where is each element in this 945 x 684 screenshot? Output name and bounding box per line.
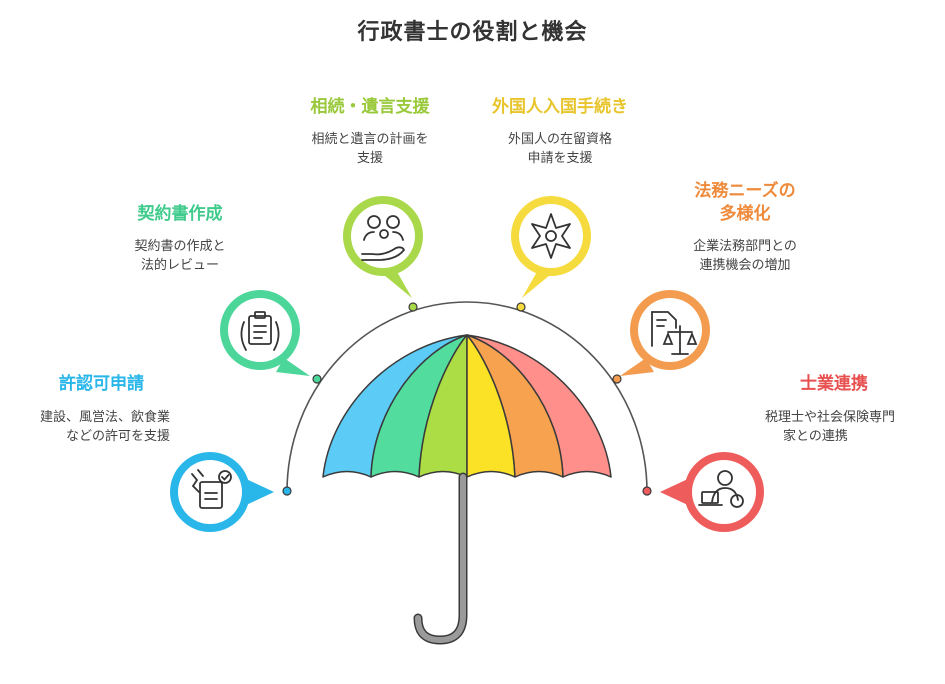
icon-bubble-orange	[620, 290, 710, 376]
connector-dot-lime	[408, 302, 418, 312]
canopy-segment-red	[466, 334, 612, 478]
person-laptop-icon	[698, 470, 744, 508]
item-heading-permit: 許認可申請	[59, 374, 144, 394]
item-desc-permit: 建設、風営法、飲食業 などの許可を支援	[39, 410, 170, 444]
item-heading-legal-needs: 法務ニーズの 多様化	[694, 181, 796, 224]
umbrella-handle	[413, 472, 468, 645]
item-heading-immigration: 外国人入国手続き	[492, 97, 628, 117]
icon-bubble-red	[660, 452, 764, 532]
item-heading-professional-collab: 士業連携	[800, 374, 868, 394]
icon-bubble-yellow	[511, 196, 591, 298]
clipboard-hands-icon	[240, 311, 280, 351]
umbrella-canopy	[322, 334, 612, 478]
connector-dot-blue	[282, 486, 292, 496]
connector-dot-orange	[612, 374, 622, 384]
icon-bubble-lime	[343, 196, 423, 298]
item-desc-immigration: 外国人の在留資格 申請を支援	[507, 132, 612, 166]
item-heading-contract: 契約書作成	[137, 204, 223, 224]
connector-dot-yellow	[516, 302, 526, 312]
family-hand-icon	[361, 215, 406, 261]
canopy-segment-lime	[418, 334, 468, 478]
connector-dot-red	[642, 486, 652, 496]
page-title: 行政書士の役割と機会	[357, 20, 588, 45]
legal-scale-icon	[651, 311, 698, 355]
item-desc-professional-collab: 税理士や社会保険専門 家との連携	[765, 410, 896, 444]
item-desc-contract: 契約書の作成と 法的レビュー	[134, 239, 226, 273]
icon-bubble-green	[220, 290, 310, 376]
compass-star-icon	[531, 213, 571, 259]
outer-arc	[286, 301, 648, 493]
document-check-icon	[191, 469, 232, 509]
icon-bubble-blue	[170, 452, 274, 532]
item-desc-legal-needs: 企業法務部門との 連携機会の増加	[693, 239, 797, 273]
item-desc-inheritance: 相続と遺言の計画を 支援	[311, 132, 429, 166]
connector-dot-green	[312, 374, 322, 384]
item-heading-inheritance: 相続・遺言支援	[310, 97, 430, 117]
